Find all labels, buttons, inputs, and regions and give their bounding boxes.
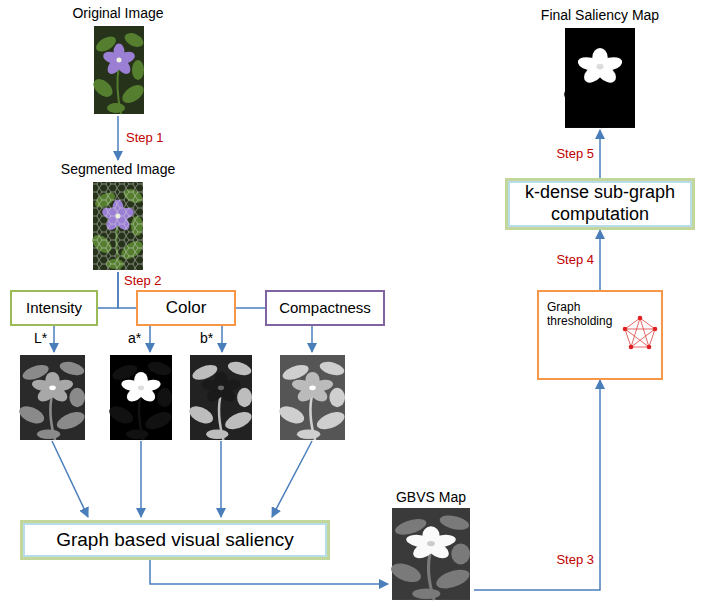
- feature-arrow: [53, 326, 55, 352]
- feature-box: Color: [136, 290, 236, 326]
- box-label: Graph thresholding: [547, 300, 617, 329]
- step-label: Step 1: [126, 130, 186, 145]
- box-label: Compactness: [279, 299, 371, 317]
- channel-label: a*: [128, 330, 141, 346]
- connector: [150, 560, 388, 584]
- image-title: Original Image: [63, 4, 173, 22]
- step-label: Step 3: [530, 552, 594, 567]
- image-panel: Final Saliency Map: [530, 6, 670, 130]
- connector: [474, 380, 600, 590]
- channel-label: b*: [200, 330, 213, 346]
- image-title: Segmented Image: [56, 160, 180, 178]
- graph-edges: [625, 318, 655, 347]
- image-panel: Original Image: [63, 4, 173, 116]
- box-label: Intensity: [26, 299, 82, 317]
- graph-icon: [623, 316, 658, 350]
- channel-label: L*: [34, 330, 47, 346]
- connector: [599, 130, 601, 178]
- connector: [599, 230, 601, 290]
- map-arrow: [52, 441, 88, 517]
- image-title: GBVS Map: [388, 488, 474, 506]
- map-arrow: [272, 441, 312, 517]
- image-panel: Segmented Image: [56, 160, 180, 272]
- intensity-map: [15, 355, 89, 440]
- a-channel-map: [105, 355, 175, 440]
- compactness-map: [275, 355, 349, 440]
- step-label: Step 4: [530, 252, 594, 267]
- step-label: Step 5: [530, 146, 594, 161]
- map-arrow: [220, 441, 222, 517]
- connector: [117, 116, 119, 160]
- process-box: Graph based visual saliency: [20, 520, 330, 560]
- graph-vertex: [629, 345, 634, 350]
- feature-box: Intensity: [10, 290, 98, 326]
- original-photo: [90, 26, 147, 114]
- box-label: k-dense sub-graph computation: [518, 182, 682, 225]
- gbvs-map-image: [386, 508, 475, 600]
- feature-arrow: [311, 326, 313, 352]
- graph-vertex: [647, 345, 652, 350]
- image-title: Final Saliency Map: [530, 6, 670, 24]
- box-label: Color: [166, 298, 207, 318]
- graph-vertex: [638, 316, 643, 321]
- superpixel-grid: [93, 182, 143, 270]
- final-map-image: [560, 28, 639, 128]
- b-channel-map: [185, 355, 255, 440]
- graph-vertex: [653, 327, 658, 332]
- feature-box: Compactness: [265, 290, 385, 326]
- feature-arrow: [221, 326, 223, 352]
- step-label: Step 2: [124, 273, 184, 288]
- segmented-photo: [89, 182, 146, 270]
- connector: [98, 272, 118, 308]
- connector: [236, 307, 265, 309]
- image-panel: GBVS Map: [388, 488, 474, 604]
- process-box: k-dense sub-graph computation: [505, 178, 695, 230]
- feature-arrow: [149, 326, 151, 352]
- graph-vertex: [623, 327, 628, 332]
- box-label: Graph based visual saliency: [56, 529, 294, 552]
- process-box: Graph thresholding: [537, 290, 663, 380]
- map-arrow: [140, 441, 142, 517]
